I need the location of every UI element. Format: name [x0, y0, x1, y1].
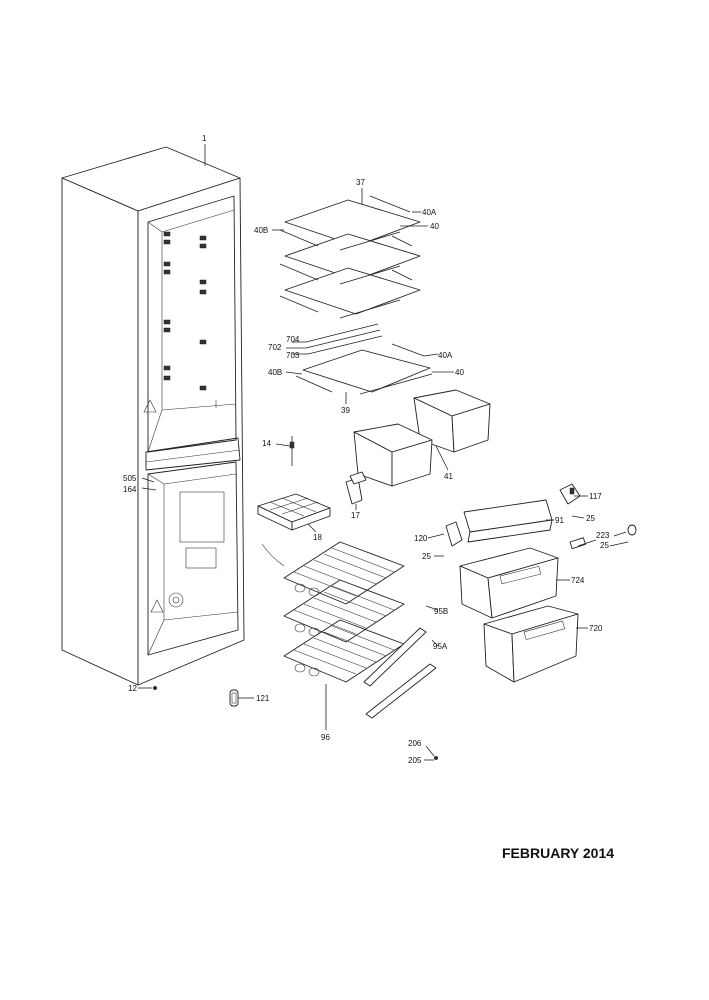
label-part-505: 505: [123, 474, 137, 483]
leader-lines: [138, 144, 629, 761]
label-part-40A-upper: 40A: [422, 208, 437, 217]
label-part-95B: 95B: [434, 607, 448, 616]
bushing-part-223: [569, 524, 637, 550]
hinge-part-120: [445, 521, 463, 547]
label-part-18: 18: [313, 533, 322, 542]
label-part-40A-lower: 40A: [438, 351, 453, 360]
glass-shelf-group-lower: [295, 323, 433, 395]
label-part-40-upper: 40: [430, 222, 439, 231]
label-part-702: 702: [268, 343, 282, 352]
label-part-95A: 95A: [433, 642, 448, 651]
label-part-25-right: 25: [600, 541, 609, 550]
freezer-flap-part-91: [463, 499, 553, 543]
ice-tray-part-18: [257, 493, 331, 531]
temperature-probe-part-14: [289, 436, 295, 466]
bracket-part-121: [229, 689, 239, 707]
part-labels: 1 37 40A 40 40B 704 702 703 40A 40B 40 3…: [123, 134, 610, 765]
label-part-703: 703: [286, 351, 300, 360]
label-part-120: 120: [414, 534, 428, 543]
freezer-drawer-part-724: [459, 547, 559, 619]
scraper-part-17: [345, 471, 367, 505]
hinge-part-117: [559, 483, 581, 505]
label-part-164: 164: [123, 485, 137, 494]
crisper-boxes: [353, 389, 491, 487]
label-part-704: 704: [286, 335, 300, 344]
label-part-40B-upper: 40B: [254, 226, 268, 235]
screws-part-205-206: [433, 755, 439, 761]
label-part-223: 223: [596, 531, 610, 540]
label-part-25-left: 25: [422, 552, 431, 561]
label-part-720: 720: [589, 624, 603, 633]
drawer-rails: [363, 627, 437, 719]
label-part-25-upper: 25: [586, 514, 595, 523]
label-part-14: 14: [262, 439, 271, 448]
label-part-724: 724: [571, 576, 585, 585]
label-part-117: 117: [589, 492, 602, 501]
freezer-drawer-part-720: [483, 605, 579, 683]
label-part-206: 206: [408, 739, 422, 748]
refrigerator-cabinet: [61, 146, 245, 686]
glass-shelf-group-upper: [279, 195, 421, 319]
label-part-91: 91: [555, 516, 564, 525]
label-part-40B-lower: 40B: [268, 368, 282, 377]
label-part-205: 205: [408, 756, 422, 765]
label-part-1: 1: [202, 134, 207, 143]
label-part-96: 96: [321, 733, 330, 742]
foot-part-12: [152, 685, 158, 691]
label-part-37: 37: [356, 178, 365, 187]
label-part-41: 41: [444, 472, 453, 481]
label-part-121: 121: [256, 694, 270, 703]
label-part-17: 17: [351, 511, 360, 520]
freezer-wire-shelves: [261, 541, 405, 683]
label-part-39: 39: [341, 406, 350, 415]
label-part-40-lower: 40: [455, 368, 464, 377]
label-part-12: 12: [128, 684, 137, 693]
revision-date: FEBRUARY 2014: [502, 845, 614, 861]
